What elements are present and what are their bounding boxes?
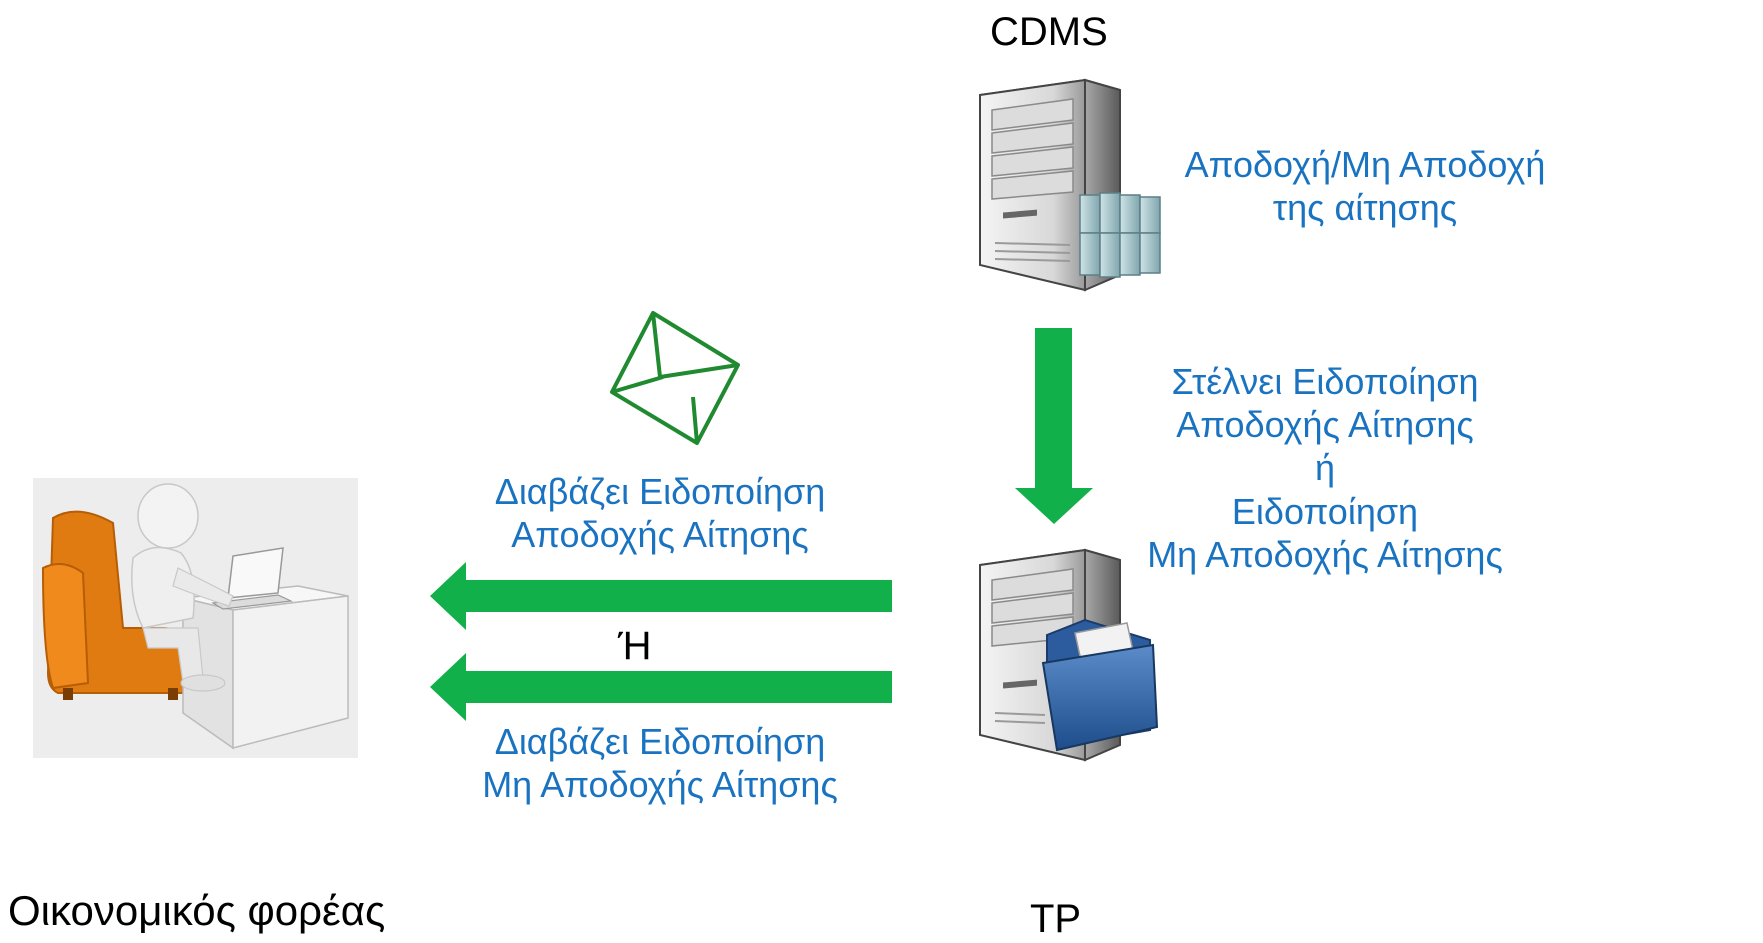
cdms-to-tp-label: Στέλνει Ειδοποίηση Αποδοχής Αίτησης ή Ει… [1130,360,1520,576]
reject-line-2: Μη Αποδοχής Αίτησης [482,764,838,806]
cdms-status-line-1: Αποδοχή/Μη Αποδοχή [1184,144,1546,185]
server-folder-icon [979,548,1159,762]
accept-line-1: Διαβάζει Ειδοποίηση [494,471,826,512]
envelope-icon [610,311,740,445]
edge-line-1: Στέλνει Ειδοποίηση [1171,361,1479,402]
cdms-status-line-2: της αίτησης [1272,187,1458,229]
person-at-desk-icon [33,478,358,758]
arrow-left-reject [430,653,892,721]
server-database-icon [979,78,1161,292]
edge-line-5: Μη Αποδοχής Αίτησης [1147,533,1503,575]
edge-line-2: Αποδοχής Αίτησης [1176,404,1474,446]
operator-label: Οικονομικός φορέας [8,887,386,934]
read-accept-label: Διαβάζει Ειδοποίηση Αποδοχής Αίτησης [470,470,850,556]
read-reject-label: Διαβάζει Ειδοποίηση Μη Αποδοχής Αίτησης [470,720,850,806]
accept-line-2: Αποδοχής Αίτησης [511,514,809,556]
edge-line-4: Ειδοποίηση [1231,490,1419,532]
tp-label: TP [1030,897,1082,941]
arrow-down-cdms-to-tp [1015,328,1093,524]
or-label: Ή [618,624,652,668]
edge-line-3: ή [1314,447,1336,489]
arrow-left-accept [430,562,892,630]
cdms-status-text: Αποδοχή/Μη Αποδοχή της αίτησης [1170,143,1560,229]
cdms-label: CDMS [990,10,1108,54]
reject-line-1: Διαβάζει Ειδοποίηση [494,721,826,762]
